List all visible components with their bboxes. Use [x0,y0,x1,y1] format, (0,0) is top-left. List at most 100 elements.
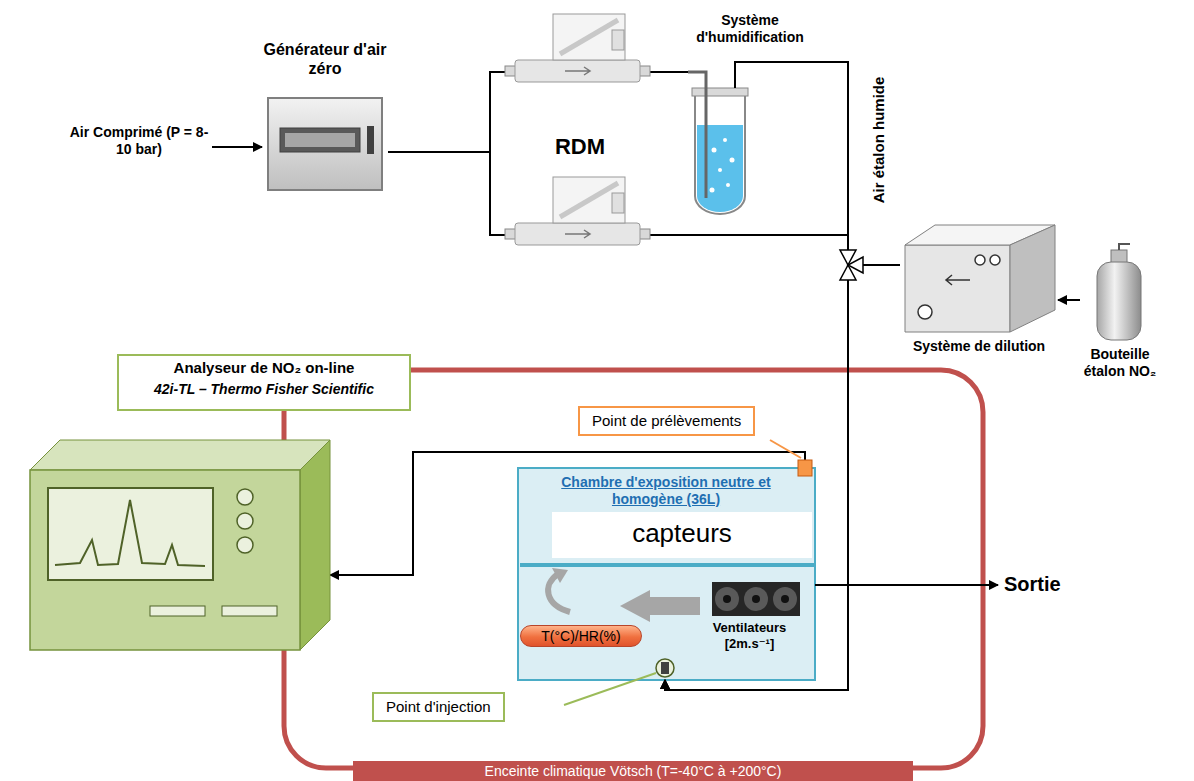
humidifier-bubbler [730,158,735,163]
node-text: T(°C)/HR(%) [521,628,641,645]
sensor-band: capteurs [552,512,812,558]
humidifier-bubbler [697,125,743,212]
no2-analyzer-instrument [30,440,330,650]
fan-icons [744,587,768,611]
fan-icons [781,595,789,603]
no2-analyzer-instrument [222,606,277,616]
mass-flow-controller [505,177,650,245]
no2-analyzer-instrument [237,513,253,529]
three-way-valve [840,250,863,280]
fan-icons [712,582,742,616]
exposure-chamber-outline [518,468,815,680]
dilution-system-box [946,275,970,285]
mass-flow-controller [505,14,650,82]
humidifier-bubbler [723,138,727,142]
zero-air-generator-box [268,98,382,190]
climatic-enclosure-outline [284,370,983,768]
no2-analyzer-instrument [30,470,300,650]
humidifier-bubbler [695,95,745,214]
group-label: RDM [530,134,630,160]
dilution-system-box [1010,225,1055,332]
zero-air-generator-box [268,98,382,190]
no2-analyzer-instrument [237,537,253,553]
injection-point-marker [661,662,669,674]
flow-label: Air étalon humide [870,40,890,240]
gas-cylinder [1119,244,1130,250]
generator-node: Générateur d'air zéro [262,40,388,190]
no2-analyzer-instrument [48,488,213,580]
fan-icons [752,595,760,603]
node-text: Ventilateurs [2m.s⁻¹] [692,620,807,651]
exposure-chamber: Chambre d'exposition neutre et homogène … [518,468,815,680]
node-text: Point de prélèvements [592,412,741,430]
no2-analyzer-instrument [55,500,205,566]
flow-connector [665,62,848,690]
node-text: Système de dilution [894,338,1064,355]
airflow-arrow [620,590,700,622]
callout-box: Point de prélèvements [578,406,755,436]
humidifier-bubbler [692,88,748,96]
node-text: Système d'humidification [678,12,822,46]
humidifier-node: Système d'humidification [688,12,812,212]
analyzer-label-frame [118,355,410,410]
humidifier-bubbler [726,183,730,187]
three-way-valve [848,257,863,273]
fan-icons [741,582,771,616]
outlet-arrow [815,584,998,586]
fan-node: Ventilateurs [2m.s⁻¹] [692,578,807,658]
node-text: Point d'injection [386,698,491,716]
temp-humidity-probe: T(°C)/HR(%) [520,625,642,647]
dilution-node: Système de dilution [900,222,1058,362]
climatic-enclosure: Enceinte climatique Vötsch (T=-40°C à +2… [282,368,985,781]
recirculation-arrow [552,568,568,583]
sampling-point-marker [798,460,812,476]
dilution-system-box [905,225,1055,332]
injection-leader [564,673,656,705]
zero-air-generator-box [285,133,355,147]
humidifier-bubbler [710,188,715,193]
gas-cylinder [1097,244,1141,340]
flow-connector [1058,299,1080,301]
no2-analyzer-instrument [300,440,330,650]
injection-point-marker [656,659,674,677]
node-text: Chambre d'exposition neutre et homogène … [556,474,776,508]
zero-air-generator-box [280,128,360,152]
cylinder-node: Bouteille étalon NO₂ [1080,240,1160,405]
node-text: Enceinte climatique Vötsch (T=-40°C à +2… [353,761,913,781]
node-text: Générateur d'air zéro [262,40,388,78]
inlet-label: Air Comprimé (P = 8-10 bar) [66,124,212,158]
fan-icons [770,582,800,616]
injection-point-marker [656,659,674,677]
sampling-leader [770,440,801,458]
humidifier-bubbler [688,72,706,198]
humidifier-bubbler [712,148,717,153]
node-text: 42i-TL – Thermo Fisher Scientific [118,381,410,398]
node-text: Bouteille étalon NO₂ [1072,346,1168,380]
humidifier-bubbler [718,168,722,172]
node-text: Analyseur de NO₂ on-line [118,359,410,377]
dilution-system-box [990,255,1000,265]
fan-icons [715,587,739,611]
fan-icons [712,582,800,616]
zero-air-generator-box [367,126,374,154]
no2-analyzer-instrument [30,440,330,470]
sensor-shelf [520,563,814,567]
inlet-arrow [212,146,262,148]
fan-icons [723,595,731,603]
dilution-system-box [905,245,1010,332]
node-text: capteurs [552,518,812,549]
outlet-label: Sortie [1004,572,1094,596]
dilution-system-box [918,305,932,319]
analyzer-node: Analyseur de NO₂ on-line42i-TL – Thermo … [30,352,330,652]
fan-icons [773,587,797,611]
no2-analyzer-instrument [150,606,205,616]
no2-analyzer-instrument [237,489,253,505]
humidifier-bubbler [688,62,812,214]
humidifier-bubbler [735,62,812,88]
flow-connector [388,72,688,152]
callout-box: Point d'injection [372,692,505,722]
dilution-system-box [975,255,985,265]
gas-cylinder [1097,262,1141,340]
flow-connector [388,152,848,690]
